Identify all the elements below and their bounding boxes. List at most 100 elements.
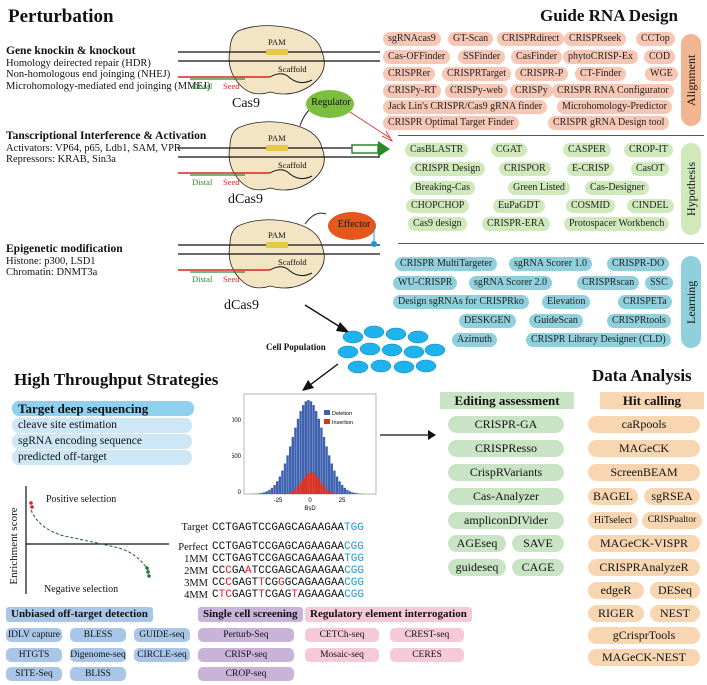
scaffold-label: Scaffold	[278, 257, 307, 267]
seed-label: Seed	[223, 81, 240, 91]
perturbation-title: Perturbation	[8, 6, 114, 27]
insertion-bar	[291, 491, 294, 494]
deletion-bar	[309, 401, 313, 494]
hts-title: High Throughput Strategies	[14, 370, 219, 389]
guide-title: Guide RNA Design	[540, 6, 678, 25]
legend-deletion: Deletion	[332, 411, 352, 417]
hit-tool: BAGEL	[588, 488, 638, 505]
flow-arrow	[380, 430, 436, 440]
tool-tag: Breaking-Cas	[410, 181, 475, 195]
deletion-bar	[294, 427, 297, 494]
scaffold-label: Scaffold	[278, 160, 307, 170]
tool-tag: Microhomology-Predictor	[557, 100, 672, 114]
knock-line: Homology deirected repair (HDR)	[6, 57, 151, 69]
tool-tag: CRISPR RNA Configurator	[552, 84, 674, 98]
editing-tool: CRISPResso	[448, 440, 564, 457]
deletion-bar	[283, 463, 287, 494]
deletion-bar	[304, 401, 307, 494]
cas9-complex-2	[178, 90, 394, 191]
tool-tag: CRISPR Library Designer (CLD)	[526, 333, 671, 347]
tool-tag: Elevation	[542, 295, 591, 309]
tool-tag: WGE	[645, 67, 678, 81]
enrichment-plot	[25, 486, 169, 594]
method-tag: GUIDE-seq	[134, 628, 190, 642]
deletion-bar	[322, 436, 326, 494]
method-tag: IDLV capture	[6, 628, 62, 642]
deletion-bar	[281, 470, 284, 494]
tool-tag: CRISPR MultiTargeter	[395, 257, 498, 271]
method-tag: CIRCLE-seq	[134, 648, 190, 662]
seq-text: CTCGAGTTCGAGTAGAAGAACGG	[212, 589, 364, 601]
tool-tag: Cas9 design	[408, 217, 467, 231]
deletion-bar	[302, 405, 305, 494]
pam-label: PAM	[268, 133, 286, 143]
insertion-bar	[330, 492, 333, 494]
dcas9-label-1: dCas9	[228, 192, 263, 207]
insertion-bar	[325, 488, 328, 494]
tool-tag: CHOPCHOP	[406, 199, 470, 213]
tool-tag: CRISPy	[510, 84, 553, 98]
seed-label: Seed	[223, 177, 240, 187]
deletion-bar	[276, 481, 279, 494]
tool-tag: CRISPR-ERA	[482, 217, 550, 231]
learning-label: Learning	[681, 256, 701, 348]
tool-tag: DESKGEN	[459, 314, 516, 328]
tool-tag: CRISPR Design	[410, 162, 486, 176]
hit-tool: MAGeCK-NEST	[588, 649, 700, 666]
tool-tag: Cas-OFFinder	[383, 50, 451, 64]
deletion-bar	[286, 455, 289, 494]
tool-tag: Cas-Designer	[585, 181, 650, 195]
indel-histogram: 0 500 1000 -25 0 25 BsD Deletion Inserti…	[232, 393, 377, 512]
deletion-bar	[263, 492, 266, 494]
hit-title: Hit calling	[600, 392, 704, 409]
alignment-label: Alignment	[681, 34, 701, 126]
tool-tag: WU-CRISPR	[393, 276, 458, 290]
positive-selection: Positive selection	[46, 494, 117, 505]
epi-block: Epigenetic modification Histone: p300, L…	[6, 243, 123, 279]
seq-text: CCCGAATCCGAGCAGAAGAACGG	[212, 565, 364, 577]
method-tag: Perturb-Seq	[198, 628, 294, 642]
deletion-bar	[257, 493, 261, 494]
seq-row: 2MM CCCGAATCCGAGCAGAAGAACGG	[164, 565, 364, 577]
insertion-bar	[289, 492, 292, 494]
deletion-bar	[333, 470, 336, 494]
tool-tag: CRISPRer	[383, 67, 436, 81]
tool-tag: CRISPRscan	[577, 276, 640, 290]
y-tick: 0	[238, 490, 242, 496]
target-item: predicted off-target	[12, 450, 192, 465]
tic-line: Repressors: KRAB, Sin3a	[6, 154, 116, 165]
method-tag: HTGTS	[6, 648, 62, 662]
tic-title: Tanscriptional Interference & Activation	[6, 130, 207, 142]
tool-tag: Protospacer Workbench	[564, 217, 670, 231]
seq-label: 3MM	[184, 577, 208, 589]
deletion-bar	[312, 405, 315, 494]
seq-text: CCCGAGTTCGGGCAGAAGAACGG	[212, 577, 364, 589]
target-seq-title: Target deep sequencing	[12, 401, 194, 416]
dcas9-label-2: dCas9	[224, 298, 259, 313]
tool-tag: sgRNA Scorer 1.0	[509, 257, 593, 271]
seq-row: Perfect CCTGAGTCCGAGCAGAAGAACGG	[164, 541, 364, 553]
seq-label: 2MM	[184, 565, 208, 577]
deletion-bar	[299, 411, 302, 494]
seq-text: CCTGAGTCCGAGCAGAAGAATGG	[212, 553, 364, 565]
hit-tool: gCrisprTools	[588, 627, 700, 644]
editing-tool: AGEseq	[448, 535, 506, 552]
hit-tool: NEST	[650, 605, 700, 622]
deletion-bar	[354, 492, 357, 494]
tool-tag: CRISPR-P	[515, 67, 569, 81]
distal-label: Distal	[192, 81, 213, 91]
effector-label: Effector	[337, 219, 371, 230]
hit-tool: CRISPualtor	[642, 512, 702, 529]
regulator-label: Regulator	[311, 97, 351, 108]
hit-tool: CRISPRAnalyzeR	[588, 559, 700, 576]
tool-tag: CGAT	[491, 143, 528, 157]
seq-row: 3MM CCCGAGTTCGGGCAGAAGAACGG	[164, 577, 364, 589]
editing-tool: CAGE	[512, 559, 564, 576]
deletion-bar	[351, 492, 354, 494]
epi-line: Chromatin: DNMT3a	[6, 267, 98, 278]
cell-population-label: Cell Population	[266, 342, 326, 352]
deletion-bar	[315, 411, 318, 494]
tool-tag: SSC	[645, 276, 673, 290]
deletion-bar	[289, 446, 292, 494]
deletion-bar	[273, 485, 276, 494]
